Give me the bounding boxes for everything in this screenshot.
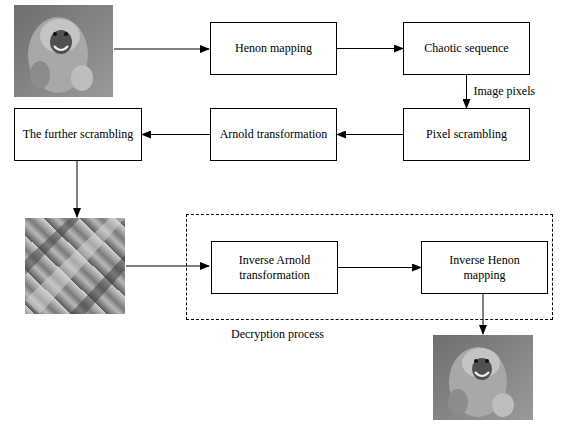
arrow xyxy=(77,161,78,217)
box-label: The further scrambling xyxy=(23,127,134,141)
arrow xyxy=(114,49,209,50)
box-label: Henon mapping xyxy=(235,41,312,55)
arrow xyxy=(483,294,484,334)
connector-arrow xyxy=(338,267,421,268)
connector-arrow xyxy=(466,75,467,108)
box-label: Pixel scrambling xyxy=(426,127,507,141)
box-label: Arnold transformation xyxy=(220,127,328,141)
process-box: The further scrambling xyxy=(14,108,142,161)
connector-arrow xyxy=(142,134,210,135)
box-label: Chaotic sequence xyxy=(424,41,508,55)
connector-arrow xyxy=(337,48,403,49)
process-box: Pixel scrambling xyxy=(403,108,530,161)
decrypted-image xyxy=(433,335,533,420)
edge-label: Image pixels xyxy=(472,84,538,98)
box-label: Inverse Henon mapping xyxy=(428,253,541,282)
original-image xyxy=(14,5,113,97)
scrambled-image xyxy=(25,218,125,314)
group-region: Decryption processInverse Arnold transfo… xyxy=(186,214,553,320)
process-box: Inverse Henon mapping xyxy=(421,241,548,294)
box-label: Inverse Arnold transformation xyxy=(218,253,331,282)
process-box: Inverse Arnold transformation xyxy=(211,241,338,294)
arrow xyxy=(126,266,209,267)
connector-arrow xyxy=(337,134,403,135)
group-label: Decryption process xyxy=(231,327,324,341)
process-box: Chaotic sequence xyxy=(403,22,530,75)
process-box: Arnold transformation xyxy=(210,108,337,161)
process-box: Henon mapping xyxy=(210,22,337,75)
